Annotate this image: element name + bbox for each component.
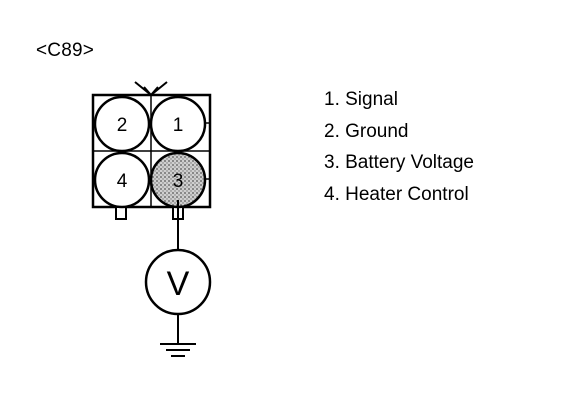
pin-2: 2: [93, 95, 151, 153]
legend-item: 3. Battery Voltage: [324, 152, 474, 173]
legend-item: 4. Heater Control: [324, 183, 469, 205]
ground-icon: [160, 343, 196, 357]
voltmeter: V: [144, 248, 212, 316]
terminal-tab-left: [115, 206, 127, 220]
pin-legend: 1. Signal 2. Ground 3. Battery Voltage 4…: [324, 88, 474, 214]
locking-tab: [134, 81, 168, 97]
legend-item: 1. Signal: [324, 89, 398, 110]
pin-2-label: 2: [117, 115, 128, 136]
pin-3-label: 3: [173, 171, 184, 192]
pin-1-label: 1: [173, 115, 184, 136]
legend-item: 2. Ground: [324, 120, 409, 142]
voltmeter-symbol: V: [167, 265, 190, 303]
pin-1: 1: [149, 95, 207, 153]
connector-label: <C89>: [36, 40, 95, 61]
pin-3: 3: [149, 151, 207, 209]
pin-4-label: 4: [117, 171, 128, 192]
pin-4: 4: [93, 151, 151, 209]
